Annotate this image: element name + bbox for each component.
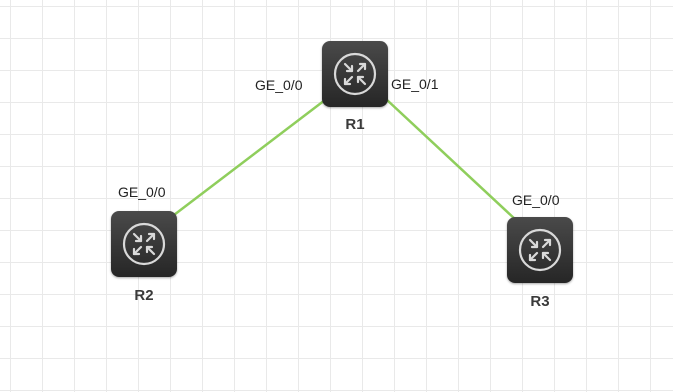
link-r1-r3[interactable] [385,98,518,222]
router-r3[interactable] [507,217,573,283]
device-label-r3: R3 [530,293,550,310]
router-r2[interactable] [111,211,177,277]
router-icon [333,52,377,96]
link-r1-r2[interactable] [168,98,327,220]
router-icon [122,222,166,266]
device-label-r1: R1 [345,116,365,133]
port-label-r1-ge00: GE_0/0 [255,77,303,93]
device-label-r2: R2 [134,287,154,304]
port-label-r3-ge00: GE_0/0 [512,192,560,208]
port-label-r1-ge01: GE_0/1 [391,76,439,92]
port-label-r2-ge00: GE_0/0 [118,184,166,200]
router-icon [518,228,562,272]
router-r1[interactable] [322,41,388,107]
